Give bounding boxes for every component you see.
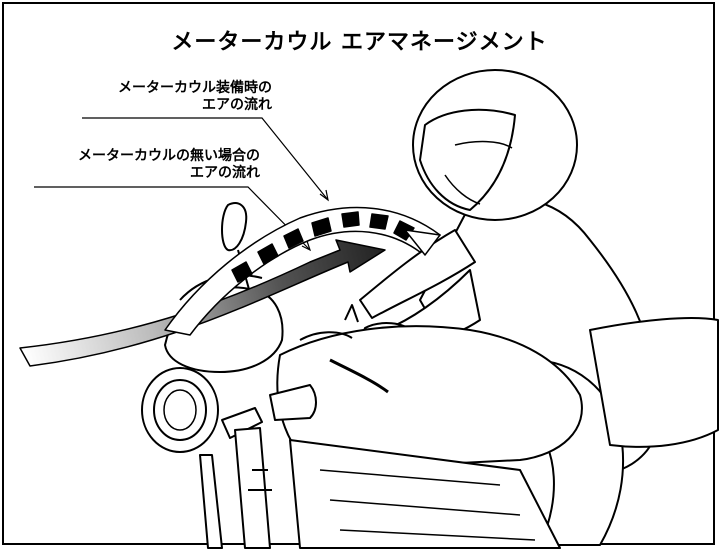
diagram-title: メーターカウル エアマネージメント — [171, 30, 548, 55]
label-with-cowl-line2: エアの流れ — [202, 97, 272, 113]
label-with-cowl-line1: メーターカウル装備時の — [118, 80, 272, 96]
label-airflow-with-cowl: メーターカウル装備時の エアの流れ — [40, 80, 272, 114]
label-without-cowl-line2: エアの流れ — [190, 165, 260, 181]
leader-line-with-cowl — [82, 117, 329, 202]
airflow-arrow-with-cowl — [164, 206, 441, 336]
label-airflow-without-cowl: メーターカウルの無い場合の エアの流れ — [6, 148, 260, 182]
label-without-cowl-line1: メーターカウルの無い場合の — [78, 148, 260, 164]
motorcycle-body — [141, 202, 719, 549]
airflow-arrow-without-cowl — [19, 239, 386, 367]
